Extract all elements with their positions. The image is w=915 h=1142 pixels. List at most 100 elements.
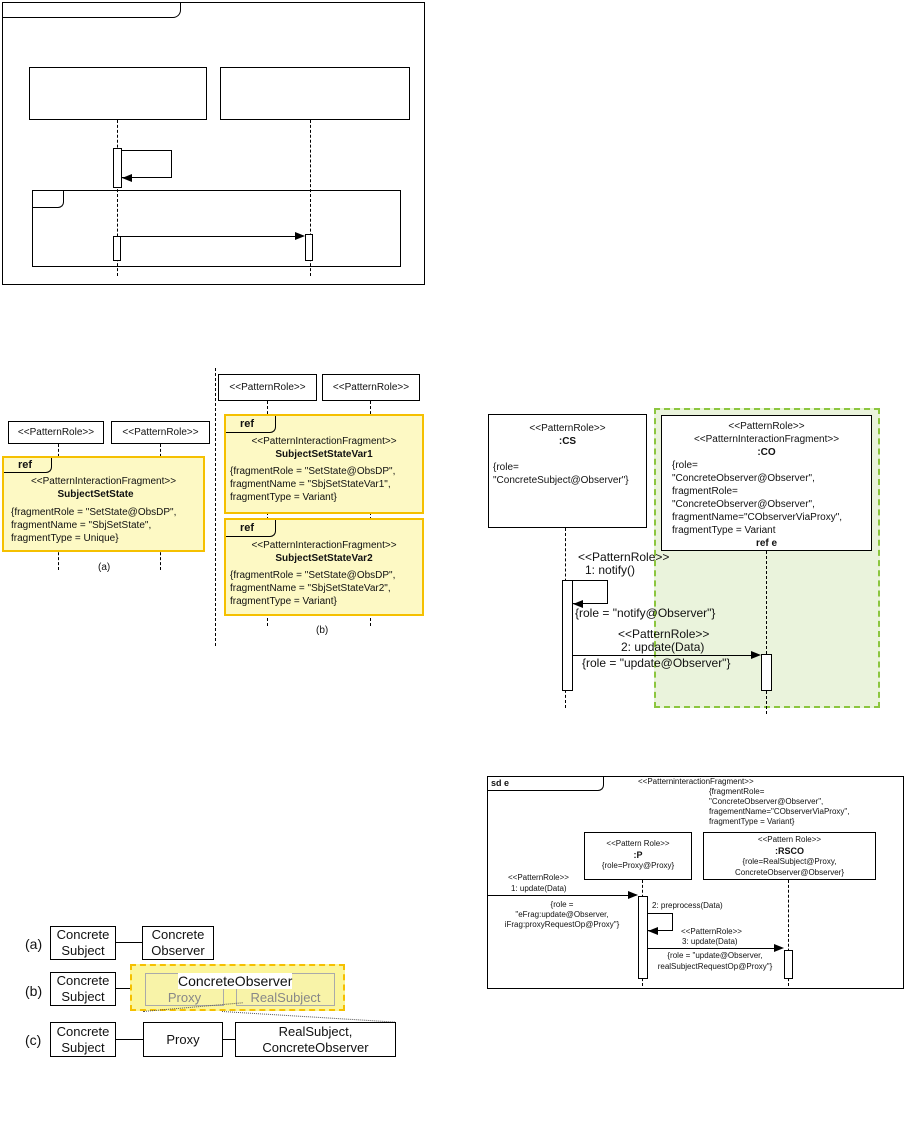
class-name: Observer	[151, 943, 205, 958]
stereotype: <<Pattern Role>>	[606, 839, 670, 848]
stereotype: <<PatternRole>>	[618, 627, 710, 641]
prop: fragmentName="CObserverViaProxy",	[672, 512, 843, 523]
frame-tab	[3, 3, 181, 18]
message-role: {role = "update@Observer"}	[582, 656, 731, 670]
ref-tab: ref	[226, 520, 276, 537]
prop: fragmentType = Variant	[672, 525, 776, 536]
message-label: 1: update(Data)	[511, 884, 567, 893]
caption-b: (b)	[316, 625, 329, 636]
class-name: RealSubject,	[278, 1023, 353, 1039]
stereotype: <<PatternRole>>	[728, 421, 805, 432]
lifeline-box	[29, 67, 207, 120]
composite-label: ConcreteObserver	[178, 973, 293, 989]
lifeline-cs: <<PatternRole>> :CS {role= "ConcreteSubj…	[488, 414, 647, 528]
pattern-role-box: <<PatternRole>>	[8, 421, 104, 444]
row-label-a: (a)	[25, 936, 43, 952]
arrow-head	[751, 651, 761, 659]
pattern-role-box: <<PatternRole>>	[218, 374, 317, 401]
zoom-line	[221, 1011, 395, 1023]
sequence-frame-top	[2, 2, 425, 285]
ref-tab: ref	[226, 416, 276, 433]
activation	[113, 148, 122, 188]
activation	[761, 654, 772, 691]
stereotype: <<PatternRole>>	[17, 427, 95, 438]
stereotype: <<PatternInteractionFragment>>	[251, 436, 397, 447]
caption-a: (a)	[98, 562, 111, 573]
arrow-head	[648, 927, 658, 935]
message-role: realSubjectRequestOp@Proxy"}	[657, 962, 773, 971]
fragment-name: SubjectSetState	[57, 489, 134, 500]
activation	[113, 236, 121, 261]
message-role: "eFrag:update@Observer,	[515, 910, 609, 919]
ref-tab: ref	[4, 458, 52, 473]
lifeline-name: :P	[633, 850, 643, 860]
activation	[784, 950, 793, 979]
stereotype: <<PatternRole>>	[508, 873, 569, 882]
class-name: ConcreteObserver	[262, 1039, 369, 1055]
prop: fragementName="CObserverViaProxy",	[709, 807, 850, 816]
activation	[562, 580, 573, 691]
class-name: Proxy	[166, 1031, 200, 1047]
ref-label: ref e	[755, 538, 778, 549]
pattern-role-box: <<PatternRole>>	[111, 421, 210, 444]
prop: ConcreteObserver@Observer}	[734, 868, 845, 877]
prop: {role=RealSubject@Proxy,	[742, 857, 837, 866]
message-line	[121, 236, 297, 237]
message-label: 2: preprocess(Data)	[652, 901, 723, 910]
prop: "ConcreteObserver@Observer",	[709, 797, 824, 806]
arrow-head	[774, 944, 784, 952]
prop: {role=Proxy@Proxy}	[601, 861, 675, 870]
prop: "ConcreteSubject@Observer"}	[493, 475, 629, 486]
fragment-tab	[33, 191, 64, 208]
fragment-name: SubjectSetStateVar1	[275, 449, 373, 460]
prop: {fragmentRole = "SetState@ObsDP",	[230, 570, 396, 581]
prop: "ConcreteObserver@Observer",	[672, 473, 815, 484]
class-name: RealSubject	[250, 990, 321, 1005]
class-realsubject-observer: RealSubject,ConcreteObserver	[235, 1022, 396, 1057]
class-name: Concrete	[151, 927, 205, 942]
row-label-c: (c)	[25, 1032, 42, 1048]
lifeline-rsco: <<Pattern Role>> :RSCO {role=RealSubject…	[703, 832, 876, 880]
class-name: Concrete	[56, 927, 110, 942]
message-line	[648, 948, 774, 949]
prop: {fragmentRole = "SetState@ObsDP",	[230, 466, 396, 477]
ref-fragment: ref <<PatternInteractionFragment>> Subje…	[2, 456, 205, 552]
message-label: 2: update(Data)	[621, 640, 705, 654]
message-label: 1: notify()	[585, 563, 636, 577]
prop: fragmentName = "SbjSetStateVar1",	[230, 479, 391, 490]
divider	[215, 368, 216, 646]
sd-frame: sd e	[487, 776, 904, 989]
combined-fragment	[32, 190, 401, 267]
activation	[638, 896, 648, 979]
class-name: Subject	[61, 989, 105, 1004]
message-line	[573, 655, 751, 656]
prop: fragmentRole=	[672, 486, 738, 497]
lifeline-name: :CS	[558, 436, 577, 447]
arrow-head	[295, 232, 305, 240]
stereotype: <<PatternInteractionFragment>>	[251, 540, 397, 551]
stereotype: <<PatternRole>>	[578, 550, 670, 564]
lifeline-co: <<PatternRole>> <<PatternInteractionFrag…	[661, 415, 872, 551]
class-name: Concrete	[56, 973, 110, 988]
association	[116, 1039, 143, 1040]
ref-fragment-var1: ref <<PatternInteractionFragment>> Subje…	[224, 414, 424, 514]
prop: {fragmentRole = "SetState@ObsDP",	[11, 507, 177, 518]
arrow-head	[628, 891, 638, 899]
prop: fragmentType = Variant}	[230, 492, 337, 503]
prop: fragmentType = Variant}	[230, 596, 337, 607]
lifeline-p: <<Pattern Role>> :P {role=Proxy@Proxy}	[584, 832, 692, 880]
stereotype: <<PatternRole>>	[332, 382, 410, 393]
lifeline	[766, 551, 767, 714]
arrow-head	[122, 174, 132, 182]
class-name: Proxy	[167, 990, 202, 1005]
lifeline-box	[220, 67, 410, 120]
lifeline	[117, 120, 118, 276]
self-message	[122, 150, 172, 178]
prop: fragmentName = "SbjSetStateVar2",	[230, 583, 391, 594]
message-role: {role = "notify@Observer"}	[575, 606, 716, 620]
